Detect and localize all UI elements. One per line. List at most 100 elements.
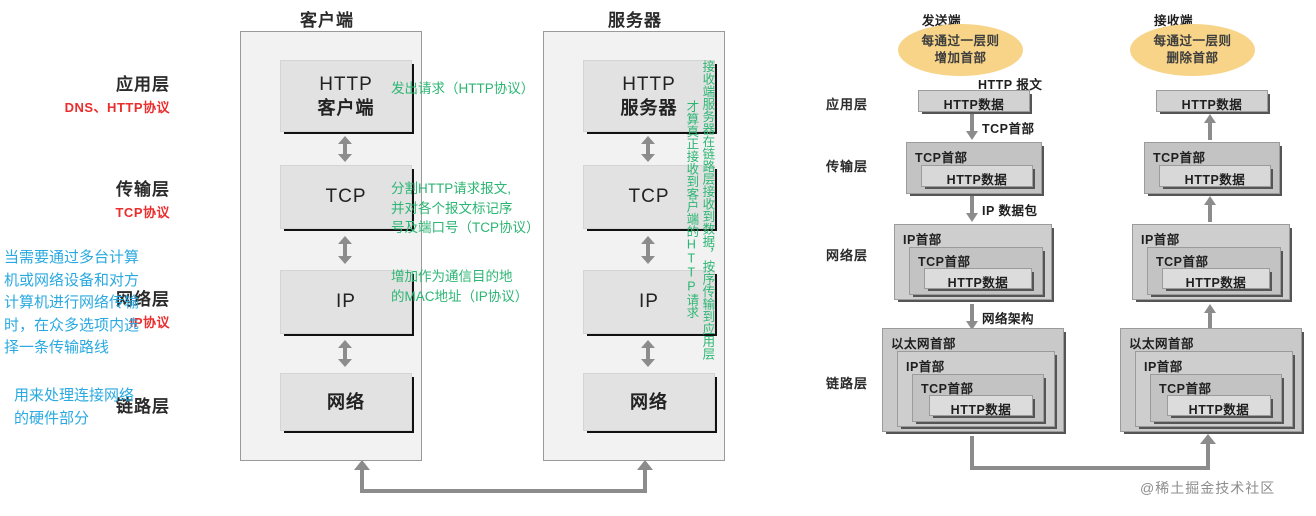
encapsulation-diagram: 发送端 每通过一层则 增加首部 接收端 每通过一层则 删除首部 应用层 传输层 … xyxy=(820,0,1316,516)
connector-right-vertical xyxy=(643,470,647,492)
sender-network-http-data: HTTP数据 xyxy=(924,268,1032,290)
sender-flow-label-network-architecture: 网络架构 xyxy=(982,312,1035,326)
receiver-link-tcp-packet: TCP首部 HTTP数据 xyxy=(1150,374,1282,422)
transmission-horizontal xyxy=(970,466,1210,470)
sender-bubble: 每通过一层则 增加首部 xyxy=(898,24,1023,76)
sender-link-http-data-label: HTTP数据 xyxy=(950,403,1012,417)
client-box-network-line1: 网络 xyxy=(327,391,365,412)
receiver-ip-header-label: IP首部 xyxy=(1141,233,1180,247)
right-layer-label-transport: 传输层 xyxy=(826,159,869,174)
sender-transport-http-data-label: HTTP数据 xyxy=(946,173,1008,187)
sender-ip-header-label: IP首部 xyxy=(903,233,942,247)
client-box-http: HTTP 客户端 xyxy=(280,60,412,132)
server-box-tcp-line1: TCP xyxy=(628,186,670,208)
right-layer-label-link: 链路层 xyxy=(826,376,869,391)
connector-left-vertical xyxy=(360,470,364,492)
sender-link-tcp-header-label: TCP首部 xyxy=(921,382,974,396)
layer-label-network: 网络层 IP协议 xyxy=(50,285,170,331)
server-arrow-app-transport xyxy=(641,136,655,162)
sender-arrow-app-to-transport xyxy=(966,114,978,140)
sender-flow-label-tcp-header: TCP首部 xyxy=(982,122,1035,136)
right-layer-label-network: 网络层 xyxy=(826,248,869,263)
transmission-arrowhead xyxy=(1200,434,1216,444)
layer-label-application-protocol: DNS、HTTP协议 xyxy=(64,100,170,115)
receiver-network-packet: IP首部 TCP首部 HTTP数据 xyxy=(1132,224,1290,300)
receiver-network-tcp-packet: TCP首部 HTTP数据 xyxy=(1147,247,1281,295)
connector-right-arrowhead xyxy=(637,460,653,470)
client-box-tcp: TCP xyxy=(280,165,412,229)
server-box-http-line2: 服务器 xyxy=(620,97,678,118)
server-box-http-line1: HTTP xyxy=(622,73,676,95)
note-http-request: 发出请求（HTTP协议） xyxy=(391,81,535,96)
note-tcp-segmentation: 分割HTTP请求报文, 并对各个报文标记序 号及端口号（TCP协议） xyxy=(391,181,540,236)
client-box-ip-line1: IP xyxy=(336,291,356,313)
sender-link-ip-header-label: IP首部 xyxy=(906,360,945,374)
client-arrow-network-link xyxy=(338,340,352,367)
receiver-arrow-transport-to-app xyxy=(1204,114,1216,140)
server-box-network-line1: 网络 xyxy=(630,391,668,412)
connector-horizontal xyxy=(360,489,647,493)
connector-left-arrowhead xyxy=(354,460,370,470)
layer-label-transport-name: 传输层 xyxy=(116,180,170,199)
receiver-app-http-data: HTTP数据 xyxy=(1156,90,1268,112)
note-link-layer-description: 用来处理连接网络 的硬件部分 xyxy=(14,387,135,427)
layer-label-link-name: 链路层 xyxy=(116,397,170,416)
layer-label-application: 应用层 DNS、HTTP协议 xyxy=(50,70,170,116)
sender-network-http-data-label: HTTP数据 xyxy=(947,276,1009,290)
sender-link-tcp-packet: TCP首部 HTTP数据 xyxy=(912,374,1044,422)
server-arrow-network-link xyxy=(641,340,655,367)
note-ip-mac-address: 增加作为通信目的地 的MAC地址（IP协议） xyxy=(391,269,529,304)
receiver-tcp-header-label: TCP首部 xyxy=(1153,151,1206,165)
receiver-transport-http-data: HTTP数据 xyxy=(1159,165,1271,187)
layer-label-transport-protocol: TCP协议 xyxy=(115,205,170,220)
sender-arrow-network-to-link xyxy=(966,304,978,330)
receiver-transport-packet: TCP首部 HTTP数据 xyxy=(1144,142,1280,194)
sender-transport-packet: TCP首部 HTTP数据 xyxy=(906,142,1042,194)
sender-flow-label-ip-packet: IP 数据包 xyxy=(982,204,1038,218)
sender-network-packet: IP首部 TCP首部 HTTP数据 xyxy=(894,224,1052,300)
server-column-title: 服务器 xyxy=(608,11,662,30)
receiver-link-ip-header-label: IP首部 xyxy=(1144,360,1183,374)
server-arrow-transport-network xyxy=(641,236,655,264)
receiver-link-http-data: HTTP数据 xyxy=(1167,395,1271,417)
sender-transport-http-data: HTTP数据 xyxy=(921,165,1033,187)
layer-label-application-name: 应用层 xyxy=(116,75,170,94)
right-layer-label-application: 应用层 xyxy=(826,97,869,112)
server-box-ip: IP xyxy=(583,270,715,334)
transmission-right-vertical xyxy=(1206,444,1210,470)
client-arrow-app-transport xyxy=(338,136,352,162)
layer-label-link: 链路层 xyxy=(50,392,170,417)
server-box-network: 网络 xyxy=(583,373,715,431)
receiver-eth-header-label: 以太网首部 xyxy=(1129,337,1195,351)
note-network-layer-description: 当需要通过多台计算 机或网络设备和对方 计算机进行网络传输 时，在众多选项内选 … xyxy=(4,249,140,356)
note-receiver-http-request-vertical: 才算真正接收到客户端的HTTP请求 xyxy=(684,100,699,319)
sender-link-ip-packet: IP首部 TCP首部 HTTP数据 xyxy=(897,351,1055,427)
server-box-ip-line1: IP xyxy=(639,291,659,313)
sender-link-http-data: HTTP数据 xyxy=(929,395,1033,417)
client-box-ip: IP xyxy=(280,270,412,334)
server-box-http: HTTP 服务器 xyxy=(583,60,715,132)
sender-tcp-header-label: TCP首部 xyxy=(915,151,968,165)
sender-link-packet: 以太网首部 IP首部 TCP首部 HTTP数据 xyxy=(882,328,1064,432)
receiver-arrow-network-to-transport xyxy=(1204,196,1216,222)
receiver-transport-http-data-label: HTTP数据 xyxy=(1184,173,1246,187)
sender-app-http-data: HTTP数据 xyxy=(918,90,1030,112)
receiver-link-packet: 以太网首部 IP首部 TCP首部 HTTP数据 xyxy=(1120,328,1302,432)
receiver-network-http-data-label: HTTP数据 xyxy=(1185,276,1247,290)
client-box-tcp-line1: TCP xyxy=(325,186,367,208)
receiver-link-ip-packet: IP首部 TCP首部 HTTP数据 xyxy=(1135,351,1293,427)
sender-bubble-text: 每通过一层则 增加首部 xyxy=(921,33,1000,66)
watermark: @稀土掘金技术社区 xyxy=(1140,480,1276,496)
sender-arrow-transport-to-network xyxy=(966,196,978,222)
receiver-link-http-data-label: HTTP数据 xyxy=(1188,403,1250,417)
client-box-http-line1: HTTP xyxy=(319,73,373,95)
client-column-title: 客户端 xyxy=(300,11,354,30)
receiver-app-http-data-label: HTTP数据 xyxy=(1181,98,1243,112)
layer-label-network-protocol: IP协议 xyxy=(129,315,170,330)
http-message-label: HTTP 报文 xyxy=(978,78,1043,92)
receiver-network-tcp-header-label: TCP首部 xyxy=(1156,255,1209,269)
layer-label-network-name: 网络层 xyxy=(116,290,170,309)
client-box-http-line2: 客户端 xyxy=(317,97,375,118)
note-receiver-link-layer-vertical: 接收端服务器在链路层接收到数据，按序传输到应用层 xyxy=(700,60,715,360)
sender-network-tcp-header-label: TCP首部 xyxy=(918,255,971,269)
